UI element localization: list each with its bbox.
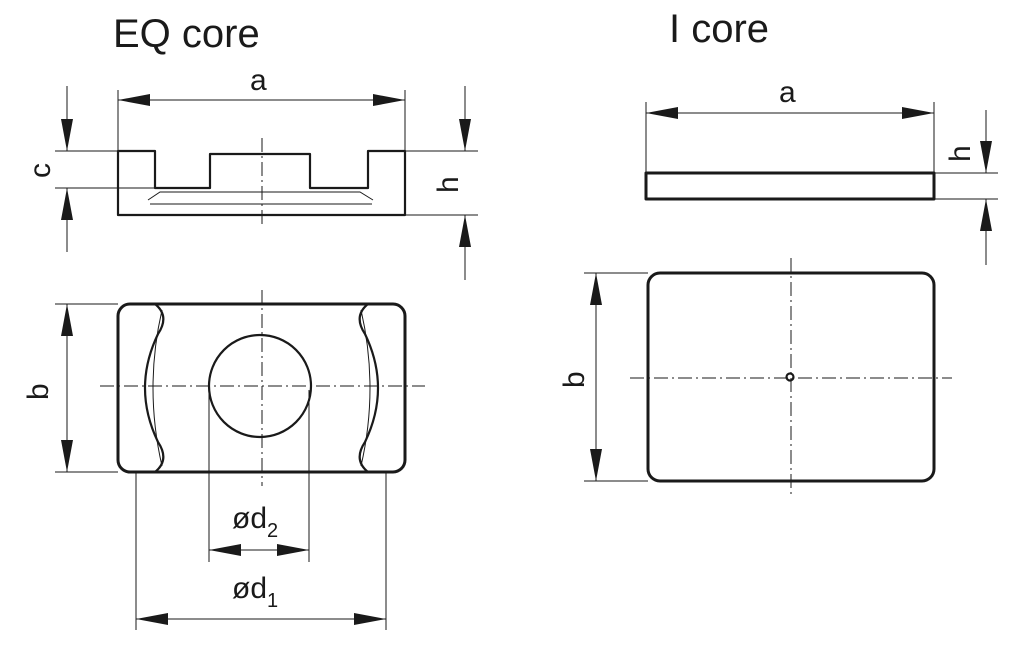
eq-core-top-view: b ød2 ød1 xyxy=(22,290,425,630)
i-core-title: I core xyxy=(669,7,769,51)
i-core-drawing: I core a h xyxy=(558,7,998,496)
eq-core-dim-d2: ød2 xyxy=(232,502,278,542)
i-core-dim-h: h xyxy=(944,145,977,162)
eq-core-side-view: a c h xyxy=(24,64,478,280)
i-core-dim-a: a xyxy=(779,76,796,109)
i-core-side-view: a h xyxy=(644,76,998,265)
eq-core-dim-d1: ød1 xyxy=(232,572,278,612)
eq-core-dim-b: b xyxy=(22,383,55,400)
eq-core-dim-h: h xyxy=(432,176,465,193)
i-core-top-view: b xyxy=(558,258,952,496)
eq-core-title: EQ core xyxy=(113,12,260,56)
eq-core-dim-c: c xyxy=(24,163,57,178)
eq-core-dim-a: a xyxy=(250,64,267,97)
eq-core-drawing: EQ core a c xyxy=(22,12,478,630)
i-core-dim-b: b xyxy=(558,371,591,388)
